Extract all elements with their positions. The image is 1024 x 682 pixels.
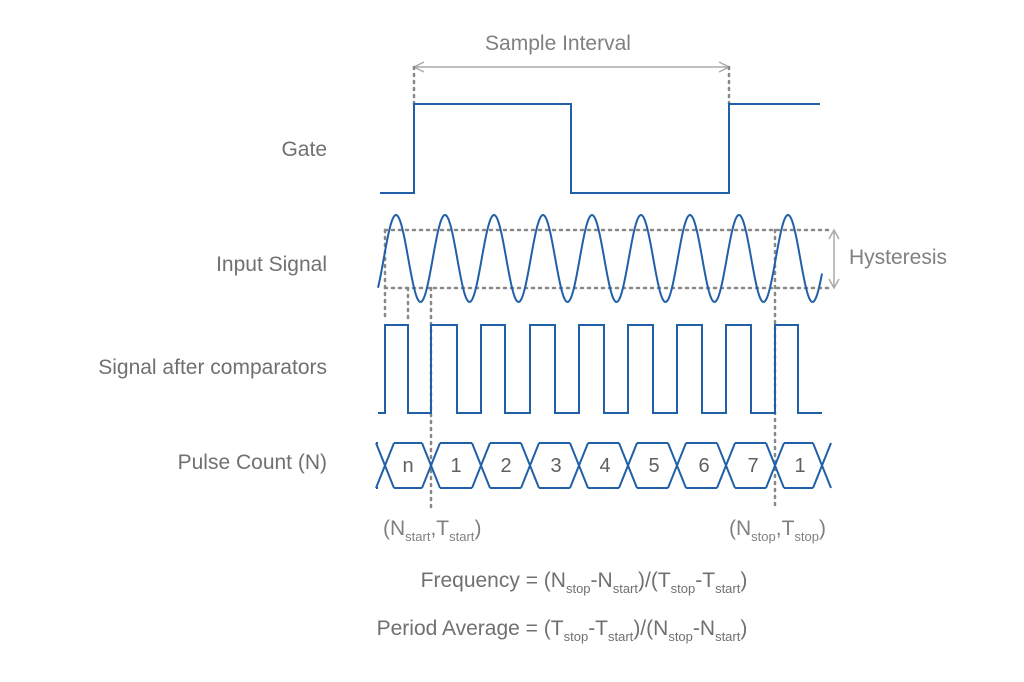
start-marker-label: (Nstart,Tstart)	[383, 517, 481, 544]
input-signal-waveform	[377, 213, 823, 303]
bus-top-line	[375, 442, 832, 489]
count-n: n	[402, 455, 413, 477]
count-4: 4	[599, 455, 610, 477]
count-5: 5	[648, 455, 659, 477]
pulse-count-label: Pulse Count (N)	[178, 451, 327, 474]
gate-label: Gate	[281, 138, 327, 161]
count-7: 7	[747, 455, 758, 477]
hysteresis-arrow-bottom-head	[828, 278, 840, 290]
comparator-waveform	[378, 324, 822, 414]
pulse-count-bus	[375, 442, 832, 489]
input-signal-label: Input Signal	[216, 253, 327, 276]
count-3: 3	[550, 455, 561, 477]
hysteresis-label: Hysteresis	[849, 246, 947, 269]
frequency-formula: Frequency = (Nstop-Nstart)/(Tstop-Tstart…	[421, 569, 748, 596]
count-1-next: 1	[794, 455, 805, 477]
pulse-count-values: n 1 2 3 4 5 6 7 1	[402, 455, 805, 477]
count-6: 6	[698, 455, 709, 477]
bus-bottom-line	[376, 442, 813, 489]
dotted-guides	[383, 65, 834, 510]
hysteresis-arrow-top-head	[828, 228, 840, 240]
count-2: 2	[500, 455, 511, 477]
stop-marker-label: (Nstop,Tstop)	[729, 517, 826, 544]
sample-interval-annotation: Sample Interval	[412, 32, 731, 73]
sample-interval-label: Sample Interval	[485, 32, 631, 55]
period-average-formula: Period Average = (Tstop-Tstart)/(Nstop-N…	[377, 617, 748, 644]
comparators-label: Signal after comparators	[98, 356, 327, 379]
hysteresis-annotation: Hysteresis	[828, 228, 947, 290]
count-1: 1	[450, 455, 461, 477]
gate-waveform	[380, 103, 820, 194]
